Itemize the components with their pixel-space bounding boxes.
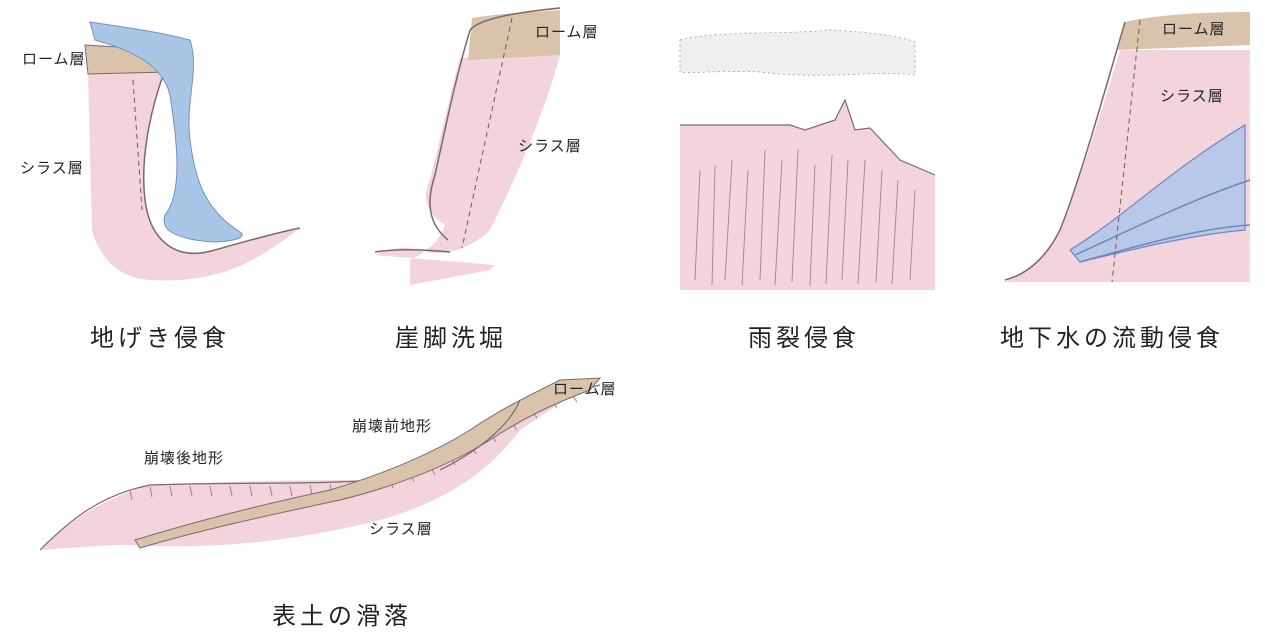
slide-shirasu-label: シラス層 xyxy=(369,518,433,539)
rainsplit-caption: 雨裂侵食 xyxy=(748,318,860,353)
rainsplit-sketch xyxy=(680,30,935,290)
groundwater-caption: 地下水の流動侵食 xyxy=(1000,318,1224,353)
slide-caption: 表土の滑落 xyxy=(272,596,412,631)
undercut-shirasu-label: シラス層 xyxy=(518,135,582,156)
groundwater-loam-label: ローム層 xyxy=(1162,18,1226,39)
slide-loam-label: ローム層 xyxy=(553,378,617,399)
undercut-loam-label: ローム層 xyxy=(535,21,599,42)
undercut-caption: 崖脚洗堀 xyxy=(395,318,507,353)
gully-shirasu-label: シラス層 xyxy=(20,157,84,178)
slide-before-label: 崩壊前地形 xyxy=(352,415,432,436)
gully-loam-label: ローム層 xyxy=(22,48,86,69)
rainsplit-fringe xyxy=(680,30,915,75)
slide-after-label: 崩壊後地形 xyxy=(144,447,224,468)
groundwater-shirasu-label: シラス層 xyxy=(1160,85,1224,106)
undercut-shirasu-body xyxy=(375,55,560,285)
gully-caption: 地げき侵食 xyxy=(90,318,230,353)
groundwater-sketch xyxy=(1005,12,1250,282)
gully-erosion-sketch xyxy=(85,22,300,280)
slide-sketch xyxy=(40,378,600,550)
